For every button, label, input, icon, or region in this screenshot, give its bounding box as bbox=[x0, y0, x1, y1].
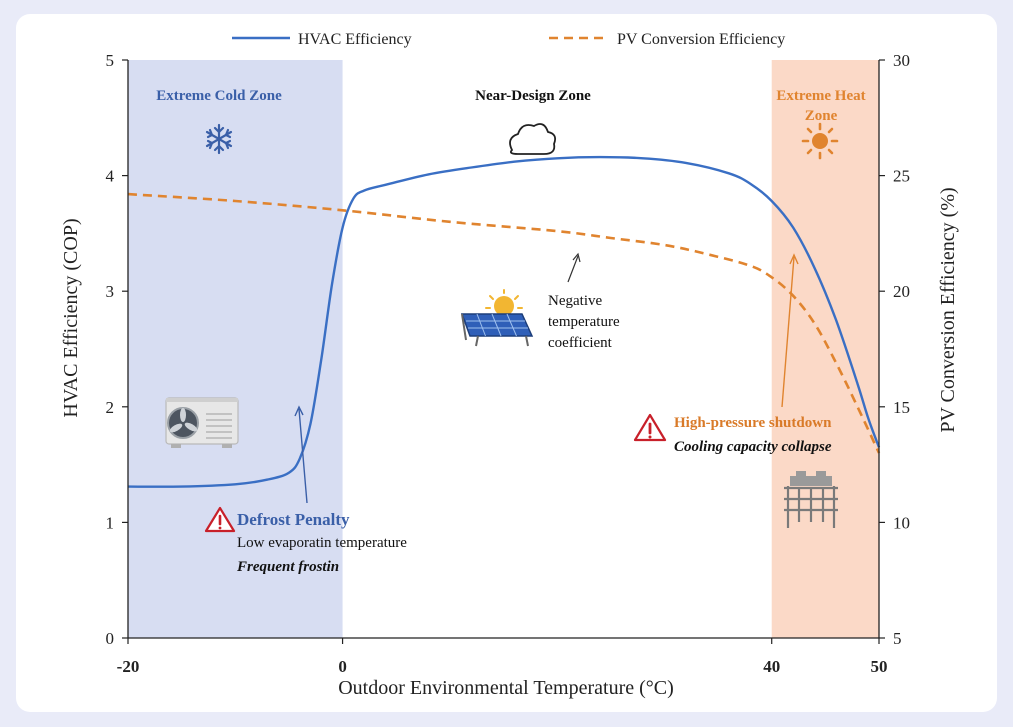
y-left-tick-label: 5 bbox=[106, 51, 115, 70]
y-right-tick-label: 30 bbox=[893, 51, 910, 70]
legend: HVAC Efficiency PV Conversion Efficiency bbox=[232, 31, 785, 48]
radiator-icon bbox=[784, 471, 838, 528]
high-pressure-arrow bbox=[781, 253, 799, 408]
high-pressure-title: High-pressure shutdown bbox=[674, 415, 832, 431]
axes-frame bbox=[127, 60, 880, 639]
y-left-tick-label: 4 bbox=[106, 167, 115, 186]
snowflake-icon bbox=[205, 123, 233, 155]
pv-negative-line-2: temperature bbox=[548, 314, 620, 330]
y-left-tick-label: 3 bbox=[106, 282, 115, 301]
pv-negative-arrow bbox=[567, 252, 581, 283]
defrost-line-2: Frequent frostin bbox=[236, 559, 339, 575]
y-left-tick-label: 1 bbox=[106, 513, 115, 532]
pv-efficiency-line bbox=[127, 192, 881, 454]
high-pressure-subtitle: Cooling capacity collapse bbox=[674, 439, 832, 455]
y-right-tick-label: 5 bbox=[893, 629, 902, 648]
legend-pv-label: PV Conversion Efficiency bbox=[617, 31, 785, 48]
legend-hvac-label: HVAC Efficiency bbox=[298, 31, 412, 48]
x-tick-label: 0 bbox=[338, 657, 347, 676]
y-axis-right-title: PV Conversion Efficiency (%) bbox=[937, 187, 959, 432]
heat-pump-icon bbox=[165, 397, 239, 448]
y-right-tick-label: 10 bbox=[893, 513, 910, 532]
y-left-tick-label: 2 bbox=[106, 398, 115, 417]
x-tick-label: 40 bbox=[763, 657, 780, 676]
zone-label-heat-1: Extreme Heat bbox=[776, 88, 865, 104]
sun-icon bbox=[801, 122, 839, 160]
x-tick-label: 50 bbox=[871, 657, 888, 676]
pv-negative-line-3: coefficient bbox=[548, 335, 613, 351]
y-axis-left-title: HVAC Efficiency (COP) bbox=[60, 218, 82, 417]
zone-label-heat-2: Zone bbox=[805, 108, 838, 124]
solar-panel-icon bbox=[460, 289, 534, 347]
hvac-efficiency-line bbox=[127, 155, 881, 488]
cloud-icon bbox=[509, 123, 557, 155]
y-right-tick-label: 15 bbox=[893, 398, 910, 417]
y-right-tick-label: 20 bbox=[893, 282, 910, 301]
warning-icon bbox=[633, 413, 667, 442]
y-left-tick-label: 0 bbox=[106, 629, 115, 648]
zone-cold-band bbox=[128, 60, 343, 638]
y-right-tick-label: 25 bbox=[893, 167, 910, 186]
warning-icon bbox=[204, 506, 236, 533]
zone-heat-band bbox=[771, 60, 879, 638]
x-tick-label: -20 bbox=[117, 657, 140, 676]
pv-negative-line-1: Negative bbox=[548, 293, 602, 309]
defrost-title: Defrost Penalty bbox=[237, 510, 350, 529]
zone-label-cold: Extreme Cold Zone bbox=[156, 88, 282, 104]
x-axis-title: Outdoor Environmental Temperature (°C) bbox=[338, 677, 674, 699]
defrost-line-1: Low evaporatin temperature bbox=[237, 535, 407, 551]
zone-label-design: Near-Design Zone bbox=[475, 88, 591, 104]
defrost-arrow bbox=[294, 405, 308, 504]
